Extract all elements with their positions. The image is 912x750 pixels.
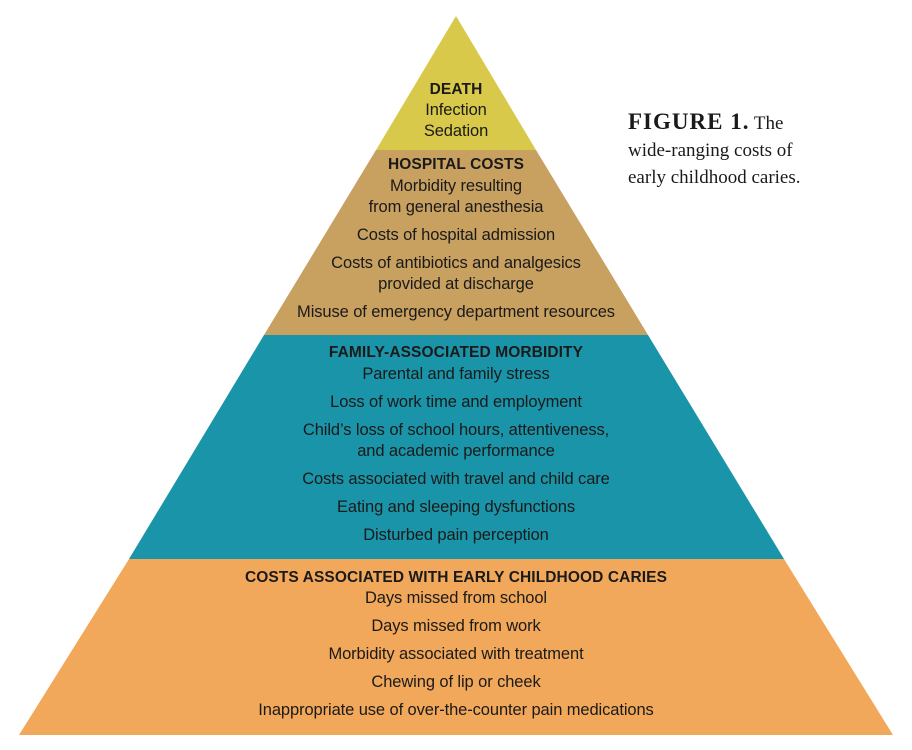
- tier-costs-item: Days missed from work: [371, 617, 541, 635]
- tier-hospital-item: Morbidity resulting: [390, 177, 522, 195]
- tier-family-text: FAMILY-ASSOCIATED MORBIDITY Parental and…: [0, 343, 912, 546]
- tier-costs-item: Morbidity associated with treatment: [328, 645, 584, 663]
- tier-death-text: DEATH Infection Sedation: [0, 79, 912, 142]
- figure-caption: FIGURE 1. The wide-ranging costs of earl…: [628, 108, 898, 191]
- figure-caption-line1: The: [753, 113, 784, 134]
- tier-hospital-item: Costs of hospital admission: [356, 226, 556, 244]
- tier-family-title: FAMILY-ASSOCIATED MORBIDITY: [328, 344, 584, 361]
- tier-hospital-title: HOSPITAL COSTS: [387, 156, 525, 173]
- tier-family-item: Child’s loss of school hours, attentiven…: [302, 421, 610, 439]
- pyramid-tier-family: [129, 335, 784, 559]
- figure-caption-line2: wide-ranging costs of: [628, 140, 793, 161]
- tier-costs-item: Chewing of lip or cheek: [371, 673, 541, 691]
- tier-death-item: Infection: [425, 101, 487, 119]
- tier-costs-item: Days missed from school: [364, 589, 547, 607]
- tier-family-item: Costs associated with travel and child c…: [302, 470, 610, 488]
- tier-hospital-item: Costs of antibiotics and analgesics: [331, 254, 581, 272]
- pyramid-tier-costs: [19, 559, 893, 735]
- tier-family-item: and academic performance: [357, 442, 555, 460]
- tier-death-item: Sedation: [423, 122, 489, 140]
- pyramid-tier-death: [376, 16, 536, 150]
- tier-death-title: DEATH: [429, 81, 483, 98]
- tier-hospital-item: Misuse of emergency department resources: [297, 303, 615, 321]
- tier-costs-title: COSTS ASSOCIATED WITH EARLY CHILDHOOD CA…: [244, 569, 668, 586]
- tier-costs-text: COSTS ASSOCIATED WITH EARLY CHILDHOOD CA…: [0, 568, 912, 721]
- tier-costs-item: Inappropriate use of over-the-counter pa…: [258, 701, 654, 719]
- tier-family-item: Disturbed pain perception: [363, 526, 549, 544]
- figure-label: FIGURE 1.: [628, 109, 750, 134]
- pyramid-tier-hospital: [264, 150, 648, 335]
- tier-family-item: Loss of work time and employment: [330, 393, 582, 411]
- tier-hospital-text: HOSPITAL COSTS Morbidity resulting from …: [0, 155, 912, 323]
- tier-hospital-item: from general anesthesia: [368, 198, 544, 216]
- tier-hospital-item: provided at discharge: [378, 275, 534, 293]
- tier-family-item: Parental and family stress: [362, 365, 550, 383]
- tier-family-item: Eating and sleeping dysfunctions: [336, 498, 576, 516]
- figure-caption-line3: early childhood caries.: [628, 167, 801, 188]
